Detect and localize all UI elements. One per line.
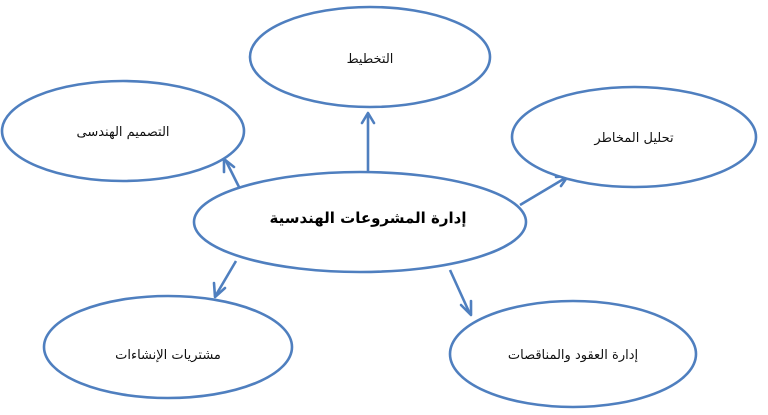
node-risk: تحليل المخاطر xyxy=(510,85,758,189)
connector-contracts xyxy=(448,269,472,315)
node-center: إدارة المشروعات الهندسية xyxy=(192,170,528,274)
node-contracts: إدارة العقود والمناقصات xyxy=(448,299,698,409)
connector-risk xyxy=(519,175,568,207)
node-design-shape xyxy=(0,79,246,183)
node-planning-label: التخطيط xyxy=(347,52,394,67)
node-procurement-shape xyxy=(42,294,294,400)
arrowhead-procurement xyxy=(212,281,227,299)
arrowhead-contracts xyxy=(459,299,473,317)
node-contracts-shape xyxy=(448,299,698,409)
connector-procurement xyxy=(214,260,238,296)
arrowhead-planning xyxy=(360,111,376,125)
node-planning: التخطيط xyxy=(248,5,492,109)
node-center-label: إدارة المشروعات الهندسية xyxy=(269,209,466,227)
node-procurement: مشتريات الإنشاءات xyxy=(42,294,294,400)
node-risk-shape xyxy=(510,85,758,189)
node-design-label: التصميم الهندسى xyxy=(76,125,169,140)
node-center-shape xyxy=(192,170,528,274)
node-contracts-label: إدارة العقود والمناقصات xyxy=(508,348,638,363)
node-procurement-label: مشتريات الإنشاءات xyxy=(115,348,221,363)
node-planning-shape xyxy=(248,5,492,109)
node-design: التصميم الهندسى xyxy=(0,79,246,183)
node-risk-label: تحليل المخاطر xyxy=(593,131,674,146)
